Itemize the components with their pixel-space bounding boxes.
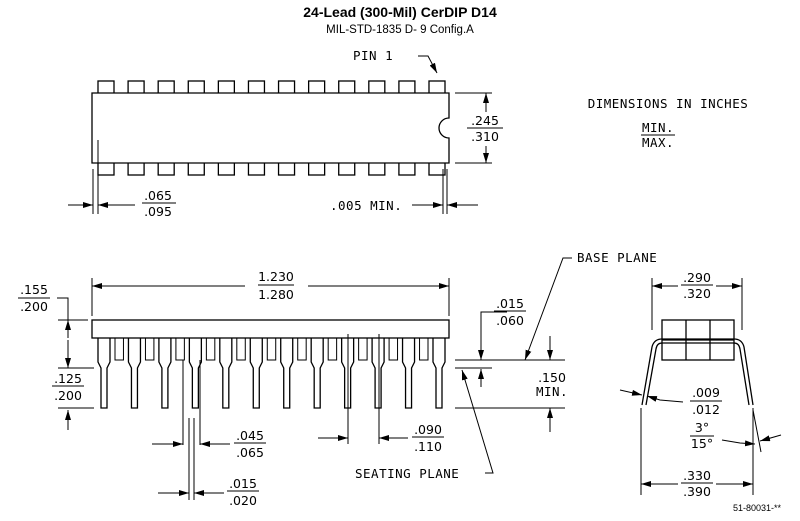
top-view-body: [91, 92, 450, 164]
bottom-pin: [217, 161, 236, 176]
seating-plane-label: SEATING PLANE: [355, 466, 459, 481]
bottom-pin: [277, 161, 296, 176]
bottom-pin: [97, 161, 115, 176]
side-lead: [97, 338, 111, 409]
top-pin: [277, 80, 296, 95]
lead-angle-max: 15°: [691, 436, 713, 451]
end-lead-width-min: .065: [144, 188, 172, 203]
base-plane-label: BASE PLANE: [577, 250, 657, 265]
side-lead: [432, 338, 446, 409]
top-pin: [217, 80, 236, 95]
seating-height-value: .150: [538, 370, 566, 385]
top-body-width-max: .310: [471, 129, 499, 144]
body-height-max: .200: [20, 299, 48, 314]
end-lead-width-max: .095: [144, 204, 172, 219]
legend-max: MAX.: [642, 135, 674, 150]
pin-pitch-max: .110: [414, 439, 442, 454]
pin-pitch-min: .090: [414, 422, 442, 437]
bottom-pin: [398, 161, 416, 176]
legend-min: MIN.: [642, 120, 674, 135]
side-lead: [219, 338, 233, 409]
bottom-pin: [368, 161, 386, 176]
pin1-leader: [418, 55, 438, 74]
drawing-title: 24-Lead (300-Mil) CerDIP D14: [303, 4, 497, 20]
top-body-width-min: .245: [471, 113, 499, 128]
side-lead-gap: [297, 337, 307, 361]
lead-width-max: .020: [229, 493, 257, 508]
standoff-max: .060: [496, 313, 524, 328]
bottom-pin: [307, 161, 326, 176]
side-lead-gap: [388, 337, 399, 361]
side-lead-gap: [266, 337, 277, 361]
units-legend: DIMENSIONS IN INCHES MIN. MAX.: [588, 96, 749, 150]
lead-thickness-max: .012: [692, 402, 720, 417]
end-body-width-max: .320: [683, 286, 711, 301]
side-lead: [188, 338, 203, 409]
seating-height-note: MIN.: [536, 384, 568, 399]
bottom-pin: [127, 161, 145, 176]
side-lead: [401, 338, 416, 409]
top-pin: [398, 80, 416, 95]
bottom-pin: [247, 161, 266, 176]
top-pin: [157, 80, 175, 95]
units-label: DIMENSIONS IN INCHES: [588, 96, 749, 111]
side-lead-gap: [114, 337, 124, 361]
side-lead-gap: [419, 337, 429, 361]
bottom-pin: [187, 161, 205, 176]
side-leads: [97, 337, 446, 409]
side-lead-gap: [175, 337, 185, 361]
side-lead-gap: [327, 337, 338, 361]
end-lead-outer: [641, 338, 754, 406]
top-pin: [307, 80, 326, 95]
side-lead-gap: [236, 337, 246, 361]
shoulder-width-max: .065: [236, 445, 264, 460]
top-pin: [127, 80, 145, 95]
bottom-pin: [157, 161, 175, 176]
standoff-min: .015: [496, 296, 524, 311]
end-view: .290 .320 .009 .012 3° 15° .330: [619, 270, 782, 499]
side-view: 1.230 1.280 .155 .200 .125 .200 .015 .06…: [18, 250, 657, 508]
document-number: 51-80031-**: [733, 503, 782, 513]
top-pin: [247, 80, 266, 95]
pin1-label: PIN 1: [353, 48, 393, 63]
drawing-subtitle: MIL-STD-1835 D- 9 Config.A: [326, 24, 474, 36]
end-clearance: .005 MIN.: [330, 198, 402, 213]
side-lead-gap: [358, 337, 368, 361]
lead-span-min: .330: [683, 468, 711, 483]
side-lead: [249, 338, 263, 409]
lead-thickness-min: .009: [692, 385, 720, 400]
top-pin: [187, 80, 205, 95]
top-view: PIN 1 .245 .310 .065 .095 .005 MIN.: [68, 48, 503, 219]
top-pin: [97, 80, 115, 95]
bottom-pin: [338, 161, 356, 176]
side-lead: [280, 338, 294, 409]
lead-span-max: .390: [683, 484, 711, 499]
body-length-min: 1.230: [258, 269, 294, 284]
end-lead-inner: [645, 342, 750, 406]
lead-angle-min: 3°: [695, 420, 709, 435]
lead-length-min: .125: [54, 371, 82, 386]
side-lead: [371, 338, 385, 409]
end-view-body: [661, 319, 735, 361]
shoulder-width-min: .045: [236, 428, 264, 443]
lead-length-max: .200: [54, 388, 82, 403]
side-view-body: [91, 319, 450, 339]
top-pins-upper: [97, 80, 446, 95]
side-lead: [158, 338, 172, 409]
side-lead: [127, 338, 142, 409]
end-body-width-min: .290: [683, 270, 711, 285]
lead-width-min: .015: [229, 476, 257, 491]
body-length-max: 1.280: [258, 287, 294, 302]
top-pin: [368, 80, 386, 95]
body-height-min: .155: [20, 282, 48, 297]
side-lead-gap: [144, 337, 155, 361]
top-pins-lower: [97, 161, 446, 176]
top-pin: [428, 80, 446, 95]
top-pin: [338, 80, 356, 95]
side-lead: [310, 338, 324, 409]
side-lead-gap: [205, 337, 216, 361]
